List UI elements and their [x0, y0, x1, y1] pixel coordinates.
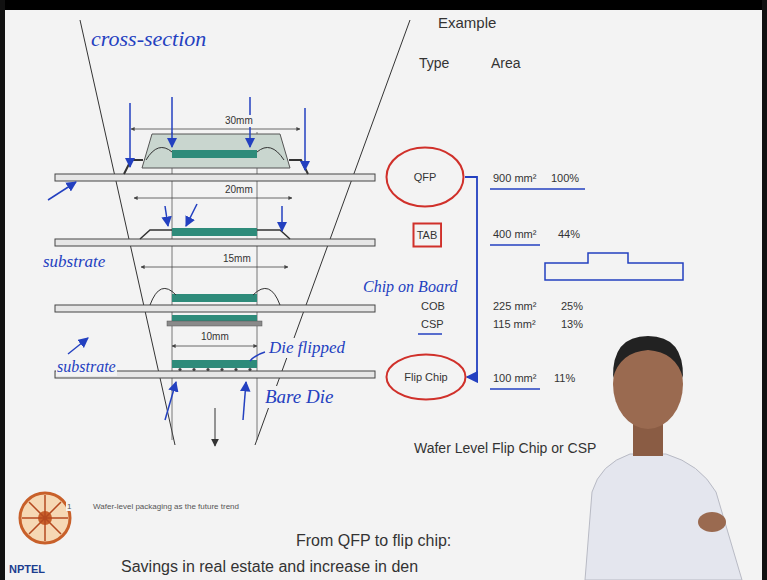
dimension-label: 15mm — [222, 253, 252, 265]
flip-chip-ellipse: Flip Chip — [385, 353, 467, 401]
nptel-logo — [20, 493, 70, 543]
solder-bump — [248, 368, 251, 371]
hand-arrow — [186, 204, 197, 226]
tab-box: TAB — [412, 222, 443, 248]
hand-sketch — [545, 253, 683, 280]
tab-lead — [140, 230, 290, 239]
solder-bump — [192, 368, 195, 371]
hand-arrow — [165, 382, 176, 420]
die — [172, 360, 257, 368]
substrate-board — [55, 305, 375, 312]
handwritten-heading: cross-section — [90, 26, 207, 51]
lecturer-hair — [613, 336, 683, 378]
hand-ellipse — [387, 355, 466, 400]
lecturer-shirt — [585, 454, 742, 580]
table-cell: 100% — [550, 172, 580, 185]
screen-frame — [762, 0, 767, 580]
table-cell: 115 mm² — [492, 318, 537, 331]
table-cell: 13% — [560, 318, 584, 331]
table-cell: 25% — [560, 300, 584, 313]
screen-frame — [0, 0, 5, 580]
dimension-label: 20mm — [224, 184, 254, 196]
gull-wing-lead — [124, 160, 308, 174]
dimension-label: 30mm — [224, 115, 254, 127]
qfp-body — [142, 134, 290, 168]
slide-number: 1 — [66, 502, 72, 511]
die — [172, 294, 257, 302]
hand-ellipse — [387, 148, 464, 207]
hand-leader — [250, 352, 265, 361]
solder-bump — [178, 368, 181, 371]
node-text: Flip Chip — [404, 371, 447, 384]
hand-box — [413, 224, 441, 247]
solder-bump — [234, 368, 237, 371]
hand-arrow — [281, 206, 283, 231]
bond-wire — [146, 148, 284, 161]
hand-underline — [490, 244, 540, 246]
column-header: Area — [490, 55, 522, 71]
qfp-ellipse: QFP — [385, 146, 465, 208]
node-text: TAB — [417, 229, 438, 242]
summary-heading: From QFP to flip chip: — [295, 532, 452, 550]
hand-arrow — [304, 108, 306, 170]
logo-spokes — [22, 495, 68, 541]
funnel-line — [80, 20, 175, 445]
csp-interposer — [167, 321, 262, 326]
hand-arrow — [171, 97, 173, 147]
node-text: QFP — [414, 171, 437, 184]
substrate-board — [55, 239, 375, 246]
hand-underline — [418, 333, 442, 335]
logo-text: NPTEL — [8, 563, 46, 576]
table-cell: 11% — [553, 372, 576, 385]
bracket-connector — [465, 177, 477, 377]
lecturer — [585, 336, 742, 580]
handwritten-note: substrate — [42, 252, 106, 272]
solder-bump — [206, 368, 209, 371]
dimension-line — [131, 129, 300, 130]
table-cell: 44% — [557, 228, 581, 241]
handwritten-note: Die flipped — [268, 338, 346, 358]
table-cell: COB — [420, 300, 446, 313]
dimension-line — [141, 267, 288, 268]
slide-title: Example — [437, 14, 497, 31]
bond-wire — [150, 288, 280, 305]
table-cell: 225 mm² — [492, 300, 537, 313]
table-cell: 100 mm² — [492, 372, 537, 385]
table-cell: 900 mm² — [492, 172, 537, 185]
solder-bump — [220, 368, 223, 371]
logo-wheel — [20, 493, 70, 543]
hand-arrow — [48, 182, 76, 200]
handwritten-note: Bare Die — [264, 386, 334, 408]
dimension-label: 10mm — [200, 331, 230, 343]
dimension-line — [134, 198, 292, 199]
hand-arrow — [68, 338, 88, 354]
die — [172, 315, 257, 321]
substrate-board — [55, 174, 375, 181]
hand-underline — [490, 388, 540, 390]
column-header: Type — [418, 55, 450, 71]
screen-frame — [0, 0, 767, 10]
handwritten-note: substrate — [56, 358, 117, 376]
die — [172, 228, 257, 236]
hand-arrow — [243, 382, 246, 420]
solder-bumps — [178, 368, 251, 371]
die — [172, 150, 257, 158]
table-cell: 400 mm² — [492, 228, 537, 241]
lecturer-hand — [698, 512, 726, 532]
hand-underline — [490, 188, 585, 190]
table-cell: CSP — [420, 318, 445, 331]
summary-text: Savings in real estate and increase in d… — [120, 558, 419, 576]
hand-arrow — [165, 206, 168, 226]
note-text: Wafer Level Flip Chip or CSP — [413, 440, 597, 456]
trend-arrow — [215, 408, 216, 446]
figure-caption: Wafer-level packaging as the future tren… — [92, 502, 240, 511]
handwritten-note: Chip on Board — [362, 278, 459, 296]
dimension-line — [172, 346, 257, 347]
hand-arrow — [129, 103, 131, 167]
